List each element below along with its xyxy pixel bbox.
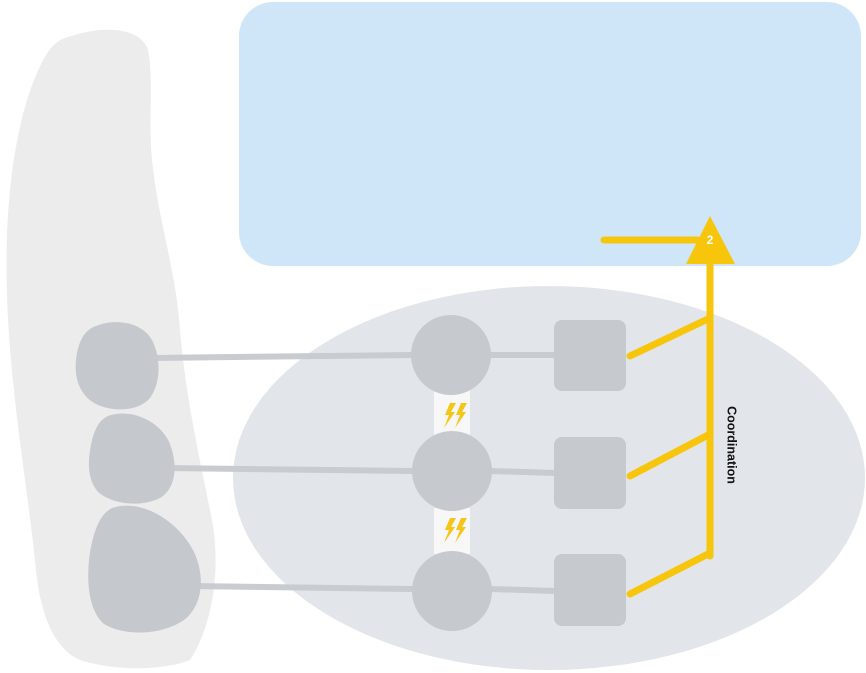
region-blob bbox=[88, 505, 201, 633]
connector-line bbox=[162, 465, 415, 474]
connector-line bbox=[187, 583, 415, 592]
module-square bbox=[554, 320, 626, 391]
connector-line bbox=[147, 352, 415, 361]
coordination-branch bbox=[626, 549, 714, 598]
module-square bbox=[554, 437, 626, 509]
arrow-head-icon bbox=[686, 216, 735, 264]
output-box bbox=[239, 2, 861, 266]
connector-line bbox=[487, 468, 559, 476]
neuron-circle bbox=[411, 315, 491, 395]
step-number: 2 bbox=[707, 233, 714, 247]
module-square bbox=[554, 554, 626, 626]
coordination-label: Coordination bbox=[725, 406, 739, 484]
coordination-branch bbox=[626, 430, 714, 480]
region-blob bbox=[75, 322, 159, 410]
connector-lines bbox=[147, 352, 559, 594]
module-group-ellipse bbox=[233, 286, 865, 670]
neuron-circle bbox=[412, 551, 492, 631]
coordination-branch bbox=[626, 314, 714, 360]
region-blob bbox=[88, 413, 175, 504]
neuron-circle bbox=[412, 431, 492, 511]
connector-line bbox=[487, 586, 559, 594]
lightning-icon bbox=[444, 403, 467, 428]
lightning-icon bbox=[444, 518, 467, 543]
coordination-lines bbox=[600, 236, 714, 598]
